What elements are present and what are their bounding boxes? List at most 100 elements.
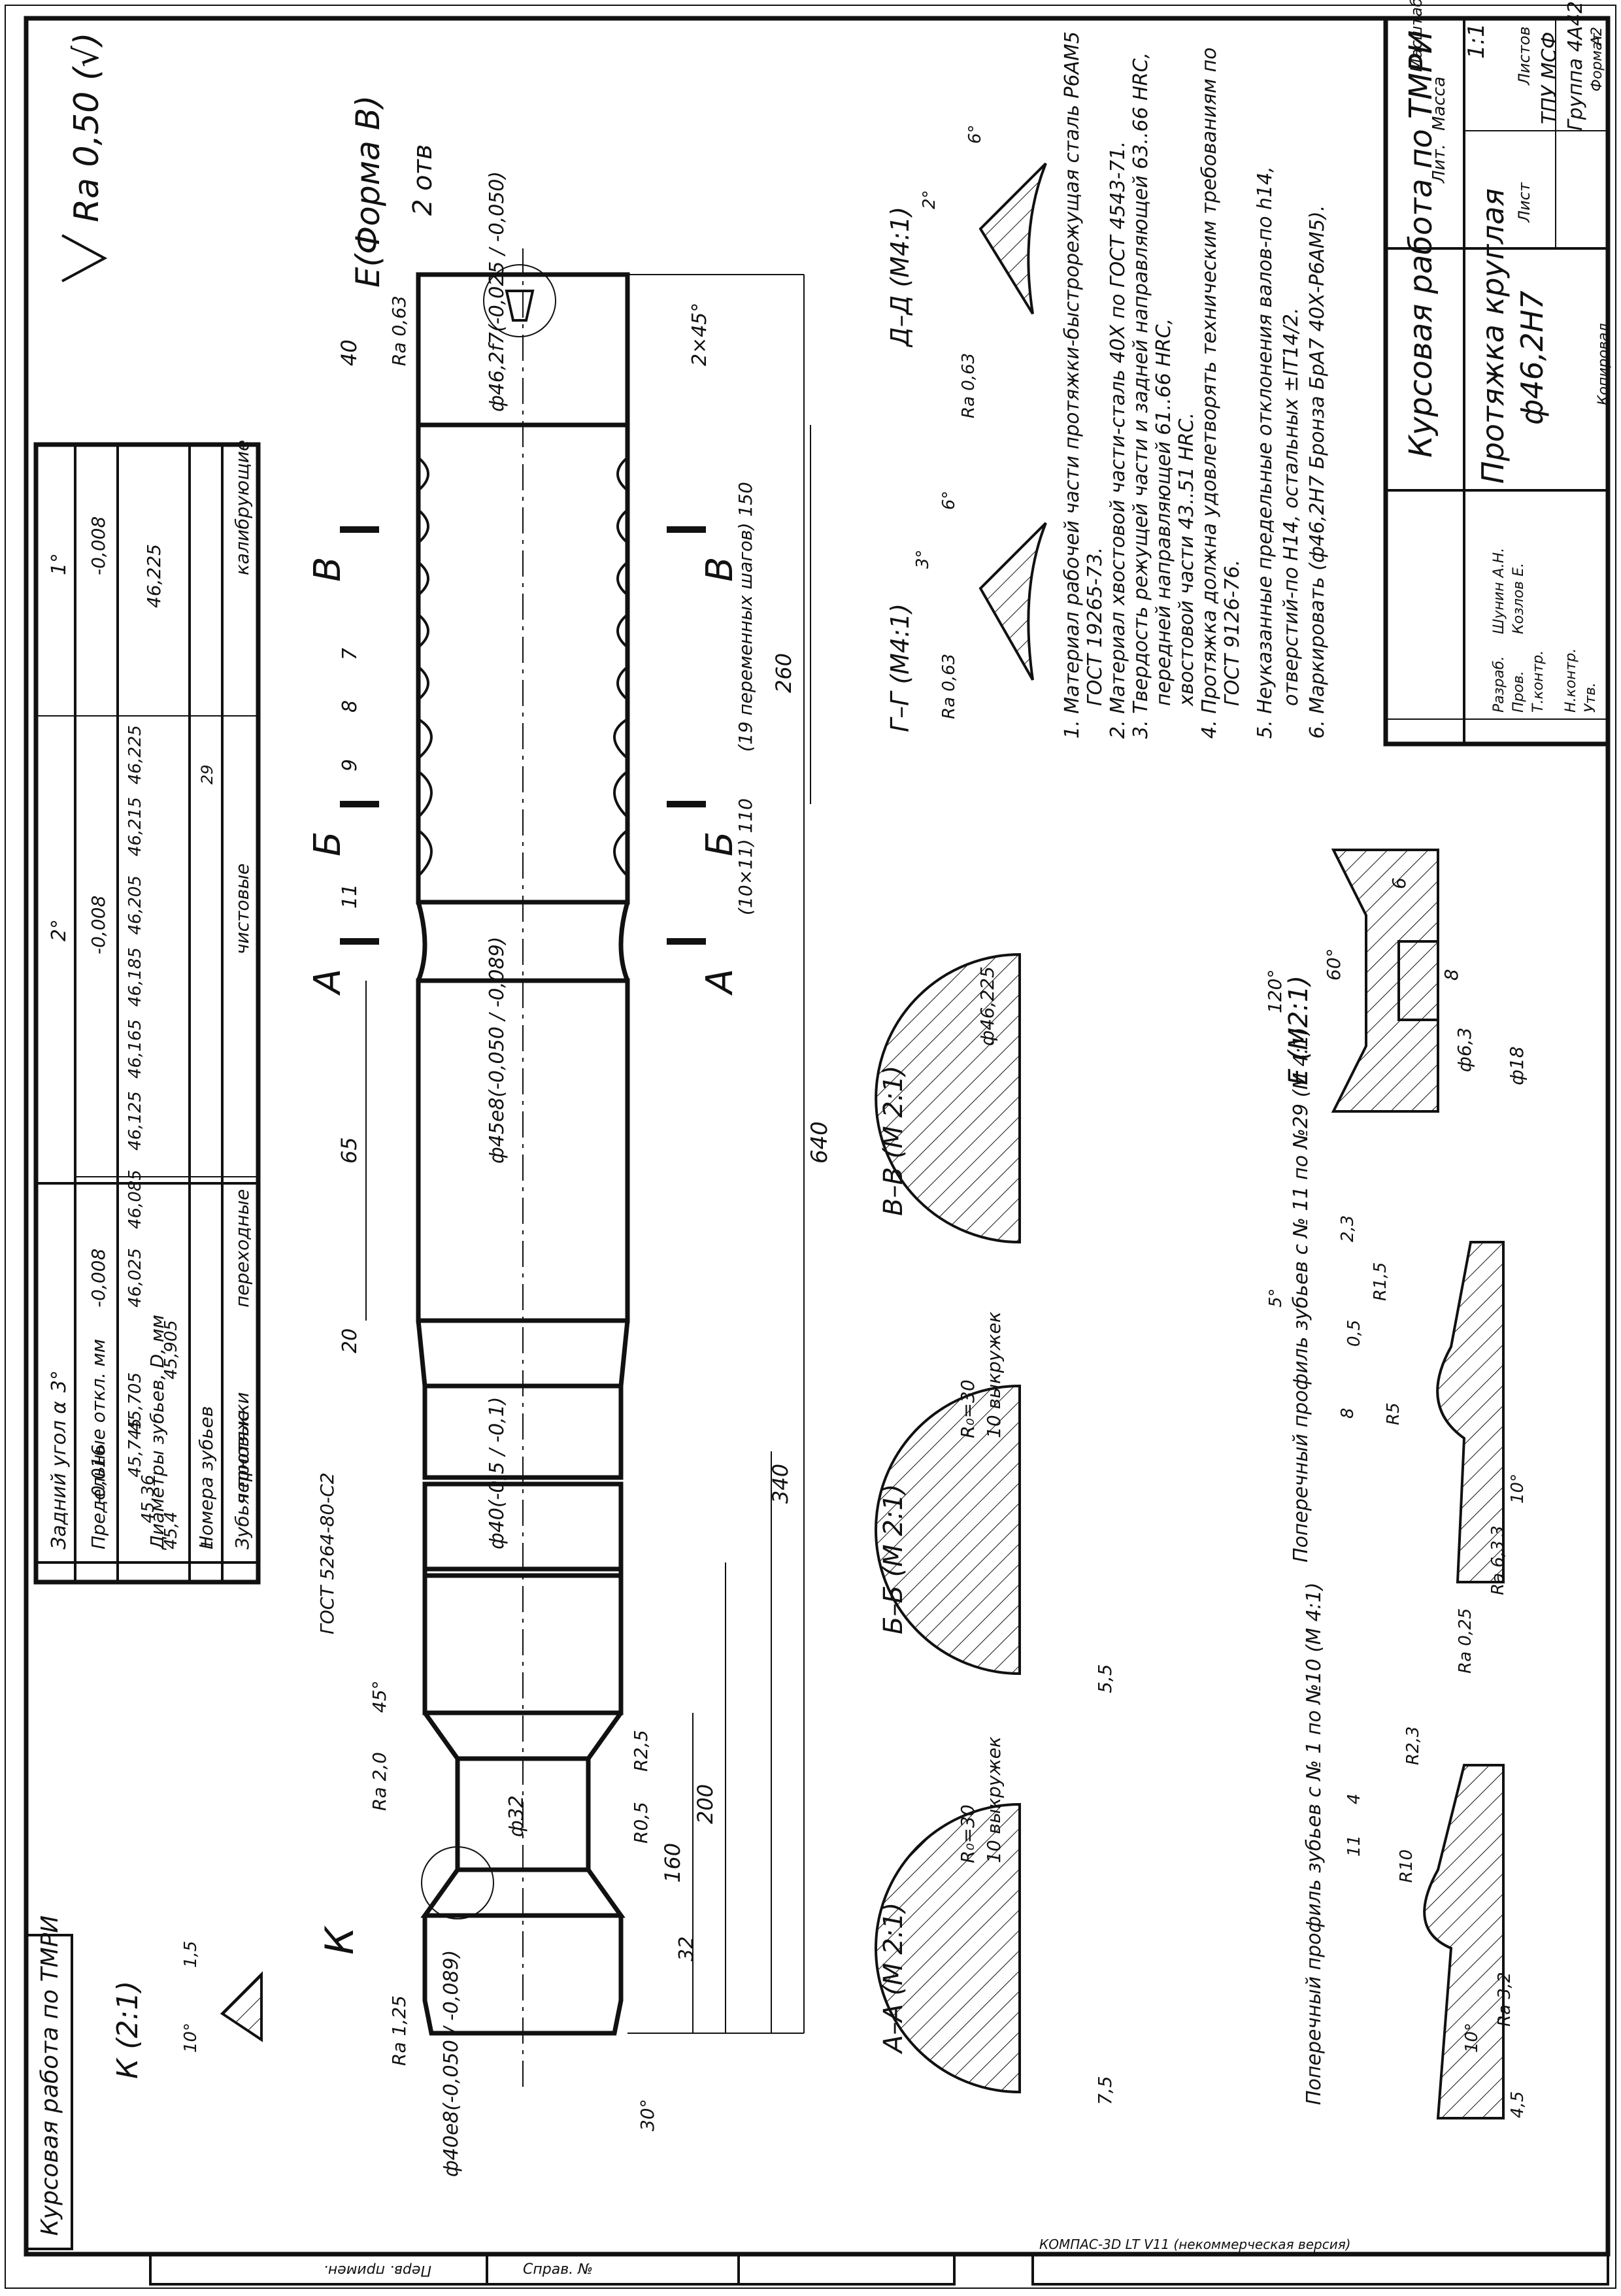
profile-1-title: Поперечный профиль зубьев с № 1 по №10 (… — [1303, 1582, 1326, 2105]
table-cell: 46,085 — [125, 1170, 145, 1229]
table-cell: 46,025 — [125, 1248, 145, 1308]
section-bb-rf: R₀=30 — [957, 1379, 978, 1438]
section-aa-rf: R₀=30 — [957, 1804, 978, 1863]
table-cell: калибрующие — [231, 440, 253, 575]
note-line: 1. Материал рабочей части протяжки-быстр… — [1061, 31, 1084, 739]
section-v-label: В — [307, 557, 349, 582]
tooth-number-cells: 1 29 — [198, 764, 216, 1549]
note-line: 2. Материал хвостовой части-сталь 40Х по… — [1107, 141, 1129, 739]
form-b-label: Е(Форма В) — [349, 95, 387, 288]
dim-pitch-8: 8 — [339, 700, 361, 713]
technical-notes: 1. Материал рабочей части протяжки-быстр… — [1061, 31, 1329, 739]
note-line: отверстий-по H14, остальных ±IT14/2. — [1280, 308, 1303, 706]
section-dd-title: Д–Д (М4:1) — [886, 207, 914, 348]
section-dd-ra: Ra 0,63 — [959, 353, 978, 418]
detail-e-angle: 60° — [1323, 948, 1345, 981]
title-block: Курсовая работа по ТМРИ Протяжка круглая… — [1383, 0, 1612, 747]
title-org-1: ТПУ МСФ — [1538, 32, 1561, 124]
holes-label: 2 отв — [408, 144, 438, 216]
title-course: Курсовая работа по ТМРИ — [1403, 30, 1439, 458]
table-cell: 46,165 — [125, 1019, 145, 1079]
dim-110: (10×11) 110 — [735, 798, 756, 915]
profile-1-r23: R2,3 — [1403, 1727, 1423, 1765]
table-cell: 45,705 — [125, 1372, 145, 1432]
margin-stamp-1: Перв. примен. — [324, 2262, 431, 2278]
table-cell: 46,225 — [143, 544, 165, 608]
side-stamp-box — [25, 1934, 73, 2250]
note-line: 4. Протяжка должна удовлетворять техниче… — [1198, 48, 1221, 739]
title-role: Разраб. — [1491, 656, 1507, 713]
section-bb-dim: 5,5 — [1094, 1664, 1116, 1693]
table-cell: -0,016 — [88, 1445, 109, 1504]
table-cell: чистовые — [231, 864, 253, 954]
dim-total-text: 640 — [807, 1121, 833, 1164]
title-format-value: А2 — [1589, 27, 1605, 47]
detail-k-title: К (2:1) — [111, 1981, 144, 2079]
dim-angle-30: 30° — [637, 2099, 658, 2131]
side-stamp: Курсовая работа по ТМРИ — [37, 1916, 63, 2236]
detail-e-dim: ф18 — [1506, 1046, 1528, 1085]
section-vv-title: В–В (М 2:1) — [878, 1066, 909, 1216]
detail-e-title: Е (М2:1) — [1284, 975, 1314, 1085]
dim-160: 160 — [660, 1843, 685, 1883]
note-line: ГОСТ 9126-76. — [1221, 560, 1244, 706]
title-scale: 1:1 — [1463, 23, 1490, 59]
section-dd-angle: 6° — [965, 124, 985, 144]
table-cell: 45,745 — [125, 1418, 145, 1477]
center-hole-callout — [483, 264, 556, 337]
section-gg-angle: 3° — [913, 549, 933, 569]
title-scale-label: Масштаб — [1407, 0, 1426, 72]
rough-ra20: Ra 2,0 — [369, 1752, 390, 1811]
profile-1-angle: 10° — [1462, 2023, 1482, 2053]
note-line: передней направляющей 61..66 HRC, — [1152, 318, 1175, 706]
profile-2-angle: 5° — [1266, 1288, 1286, 1308]
section-aa-title: А–А (М 2:1) — [878, 1902, 909, 2055]
teeth-table: Задний угол α Предельные откл. мм Диамет… — [33, 440, 261, 1585]
front-shank — [422, 1916, 624, 2036]
margin-stamp-box — [149, 2253, 956, 2286]
detail-k: К (2:1) 1,5 10° — [111, 1941, 263, 2079]
title-checker: Козлов Е. — [1511, 563, 1527, 634]
table-cell: переходные — [231, 1189, 253, 1308]
section-dd: Д–Д (М4:1) 2° 6° Ra 0,63 — [886, 124, 1047, 418]
profile-2-dim: 2,3 — [1338, 1215, 1358, 1242]
profile-1-ra: Ra 3,2 — [1495, 1972, 1514, 2027]
profile-2-r15: R1,5 — [1371, 1262, 1390, 1301]
tooth-profile-1: Поперечный профиль зубьев с № 1 по №10 (… — [1303, 1540, 1528, 2119]
table-row-label: Предельные откл. мм — [88, 1339, 109, 1549]
rough-ra063: Ra 0,63 — [388, 295, 410, 366]
section-gg: Г–Г (М4:1) 3° 6° Ra 0,63 — [886, 490, 1047, 732]
title-role: Т.контр. — [1530, 650, 1546, 713]
table-cell: 1° — [48, 553, 71, 575]
weld-gost: ГОСТ 5264-80-С2 — [316, 1472, 338, 1634]
title-lit-label: Лит. — [1429, 144, 1449, 184]
margin-stamp-group: Перв. примен. Справ. № КОМПАС-3D LT V11 … — [149, 2237, 1609, 2286]
teeth-table-frame — [33, 442, 261, 1585]
section-aa-notches: 10 выкружек — [983, 1736, 1005, 1863]
tooth-number: 1 — [198, 1540, 216, 1549]
dim-angle-45: 45° — [369, 1680, 390, 1713]
section-marker-a: А А — [307, 938, 741, 996]
section-b-label: Б — [307, 832, 349, 856]
broach-main-view: 640 200 160 340 260 (10×11) 110 (19 пере… — [307, 95, 833, 2177]
title-name-2: ф46,2Н7 — [1514, 290, 1550, 425]
neck — [455, 1756, 591, 1872]
table-cell: 45,4 — [161, 1511, 181, 1549]
footer-text: КОМПАС-3D LT V11 (некоммерческая версия) — [1039, 2237, 1351, 2252]
note-line: 3. Твердость режущей части и задней напр… — [1129, 52, 1152, 739]
detail-e-dim: 8 — [1441, 969, 1462, 981]
margin-stamp-2: Справ. № — [523, 2261, 593, 2278]
dim-r05: R0,5 — [630, 1802, 652, 1844]
table-cell: 2° — [48, 919, 71, 941]
note-line: 5. Неуказанные предельные отклонения вал… — [1254, 166, 1277, 739]
sheet-border — [5, 5, 1616, 2289]
table-cell: черновые — [231, 1410, 253, 1504]
detail-e: Е (М2:1) 6 8 ф6,3 ф18 60° 120° — [1264, 849, 1528, 1113]
profile-2-title: Поперечный профиль зубьев с № 11 по №29 … — [1290, 1027, 1312, 1562]
profile-2-dim: 0,5 — [1345, 1320, 1364, 1347]
profile-2-r5: R5 — [1384, 1402, 1403, 1425]
title-mass-label: Масса — [1429, 76, 1449, 131]
front-guide — [416, 978, 630, 1323]
